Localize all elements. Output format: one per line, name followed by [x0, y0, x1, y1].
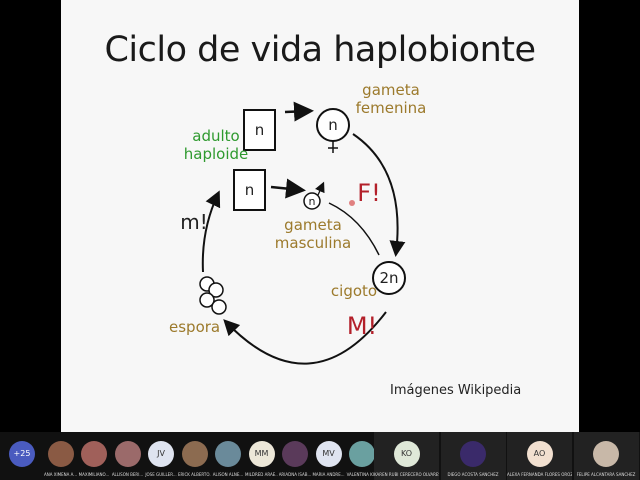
presentation-slide: Ciclo de vida haplobionte — [61, 0, 579, 432]
arrow-adult-to-female — [284, 101, 314, 122]
participant-avatar — [81, 441, 107, 467]
participants-bar: +25 ANA XIMENA A...MAXIMILIANO...ALLISON… — [0, 432, 640, 480]
participant-tile-large[interactable]: FELIPE ALCANTARA SANCHEZ — [573, 432, 639, 480]
male-gamete-label: gameta masculina — [274, 216, 352, 252]
fertilization-label: F! — [357, 179, 381, 207]
participant-tile[interactable]: ERICK ALBERTO... — [178, 432, 211, 480]
arrow-male-to-zygote — [328, 202, 380, 256]
more-participants-tile[interactable]: +25 — [0, 432, 44, 480]
female-gamete-ploidy: n — [328, 116, 338, 134]
participant-name: ANA XIMENA A... — [44, 472, 77, 477]
spore-2 — [208, 282, 224, 298]
participant-name: ALISON ALNE... — [212, 472, 244, 477]
adult-bottom-ploidy: n — [244, 181, 255, 199]
adult-top-ploidy: n — [254, 121, 265, 139]
zygote-ploidy: 2n — [379, 269, 399, 287]
life-cycle-diagram — [199, 101, 406, 365]
participant-avatar — [593, 441, 619, 467]
participant-avatar — [114, 441, 141, 467]
arrow-spores-to-adult — [201, 190, 221, 273]
male-gamete-ploidy: n — [308, 195, 316, 208]
spore-3 — [199, 292, 215, 308]
spore-label: espora — [169, 318, 221, 336]
zygote-label: cigoto — [330, 282, 378, 300]
participant-avatar: MM — [248, 441, 275, 467]
participant-name: FELIPE ALCANTARA SANCHEZ — [576, 472, 636, 477]
participant-avatar — [460, 441, 486, 467]
participant-name: JOSE GUILLER... — [145, 472, 177, 477]
participant-tile[interactable]: JV JOSE GUILLER... — [145, 432, 178, 480]
participant-tile[interactable]: ALISON ALNE... — [212, 432, 245, 480]
participant-avatar: JV — [148, 441, 174, 467]
participant-tile-large[interactable]: KO KAREN RUBI CERECERO OLVARES — [374, 432, 439, 480]
slide-title: Ciclo de vida haplobionte — [104, 30, 536, 70]
zygote-circle — [372, 261, 406, 295]
participant-name: ALEXA FERNANDA FLORES OROZCO — [507, 472, 572, 477]
male-gamete-circle — [303, 192, 321, 210]
spore-4 — [211, 299, 227, 315]
participant-avatar — [215, 441, 241, 467]
participant-name: ERICK ALBERTO... — [178, 472, 211, 477]
participant-name: ALLISON BERI... — [111, 472, 144, 477]
adult-box-top — [243, 109, 276, 151]
participant-name: KAREN RUBI CERECERO OLVARES — [374, 472, 439, 477]
arrow-adult-to-male — [270, 178, 306, 199]
participant-tile[interactable]: ALLISON BERI... — [111, 432, 144, 480]
participant-tile[interactable]: MV MARIA ANDRE... — [312, 432, 345, 480]
meiosis-label: M! — [346, 312, 378, 340]
participant-name: MILDRED ARAE... — [245, 472, 278, 477]
more-participants-button[interactable]: +25 — [9, 441, 35, 467]
male-symbol-arrow — [315, 181, 325, 196]
participant-avatar — [282, 441, 308, 467]
participant-name: MAXIMILIANO... — [78, 472, 110, 477]
adult-haploid-label: adulto haploide — [183, 127, 249, 163]
participant-avatar — [349, 441, 375, 467]
pointer-dot — [349, 200, 355, 206]
adult-box-bottom — [233, 169, 266, 211]
mitosis-label: m! — [180, 210, 208, 234]
participant-tile-large[interactable]: DIEGO ACOSTA SANCHEZ — [440, 432, 506, 480]
participant-name: VALENTINA KIM — [346, 472, 378, 477]
participant-avatar: KO — [393, 441, 420, 467]
participant-tile-large[interactable]: AO ALEXA FERNANDA FLORES OROZCO — [507, 432, 572, 480]
participant-avatar: AO — [526, 441, 553, 467]
participant-tile[interactable]: VALENTINA KIM — [346, 432, 379, 480]
participant-tile[interactable]: ARIADNA ISAB... — [279, 432, 312, 480]
participant-name: DIEGO ACOSTA SANCHEZ — [447, 472, 499, 477]
image-credit: Imágenes Wikipedia — [390, 383, 522, 398]
participant-tile[interactable]: MAXIMILIANO... — [78, 432, 111, 480]
participant-avatar — [181, 441, 208, 467]
arrow-zygote-to-spores — [223, 311, 387, 365]
participant-avatar: MV — [315, 441, 342, 467]
participant-tile[interactable]: MM MILDRED ARAE... — [245, 432, 278, 480]
participant-avatar — [47, 441, 74, 467]
participant-name: ARIADNA ISAB... — [278, 472, 312, 477]
arrow-female-to-zygote — [352, 133, 406, 257]
female-gamete-label: gameta femenina — [355, 81, 427, 117]
participant-name: MARIA ANDRE... — [312, 472, 345, 477]
participant-tile[interactable]: ANA XIMENA A... — [44, 432, 77, 480]
